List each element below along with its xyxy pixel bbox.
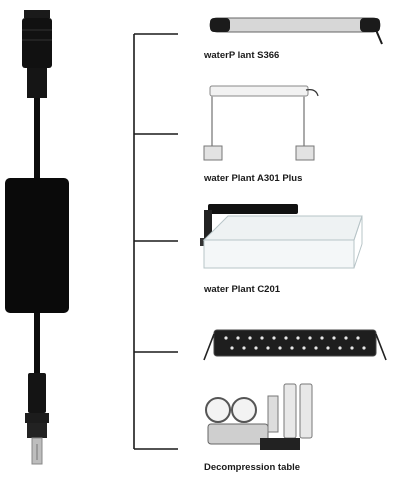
co2-regulator-icon — [205, 383, 313, 450]
led-bar-light-icon — [203, 329, 387, 361]
product-label-c201: water Plant C201 — [204, 284, 281, 295]
stand-light-icon — [203, 85, 319, 161]
product-label-s366: waterP lant S366 — [204, 50, 280, 61]
tube-light-icon — [209, 17, 383, 45]
product-label-a301: water Plant A301 Plus — [204, 173, 303, 184]
bracket-connector — [133, 33, 178, 450]
product-label-decompression: Decompression table — [204, 462, 301, 473]
power-adapter-icon — [5, 10, 69, 465]
clip-light-tank-icon — [200, 204, 363, 269]
